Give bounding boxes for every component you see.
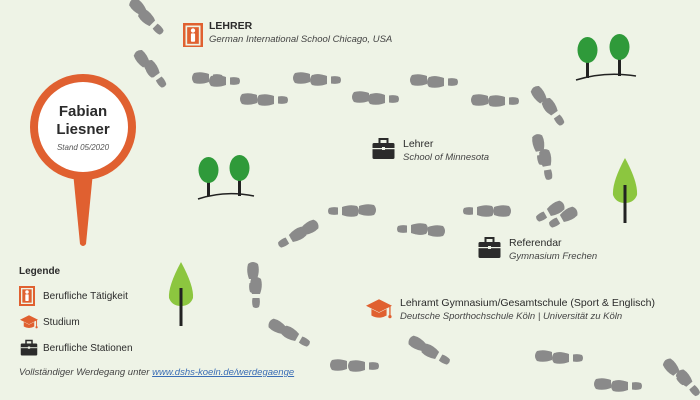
station-minnesota-title: Lehrer xyxy=(403,138,434,150)
station-minnesota: Lehrer School of Minnesota xyxy=(370,137,489,164)
briefcase-icon xyxy=(478,237,501,258)
legend-label-studium: Studium xyxy=(43,316,80,328)
station-minnesota-subtitle: School of Minnesota xyxy=(403,152,490,163)
profile-status: Stand 05/2020 xyxy=(56,142,110,152)
footer-text: Vollständiger Werdegang unter xyxy=(19,367,150,378)
briefcase-icon xyxy=(372,138,395,159)
station-frechen: Referendar Gymnasium Frechen xyxy=(476,236,597,263)
legend: Legende Berufliche Tätigkeit Studium Ber… xyxy=(19,266,133,361)
briefcase-icon xyxy=(20,339,38,356)
station-chicago-title: LEHRER xyxy=(209,20,253,32)
station-studium-koeln: Lehramt Gymnasium/Gesamtschule (Sport & … xyxy=(364,296,655,323)
tree-pair-right xyxy=(575,34,637,81)
tree-pointed-right xyxy=(612,158,638,223)
tree-pointed-left xyxy=(168,262,194,326)
legend-label-beruf: Berufliche Tätigkeit xyxy=(43,290,128,302)
station-chicago-subtitle: German International School Chicago, USA xyxy=(209,34,393,45)
station-frechen-title: Referendar xyxy=(509,237,562,249)
legend-title: Legende xyxy=(19,266,61,277)
footprint-trail xyxy=(127,0,700,399)
profile-pin: Fabian Liesner Stand 05/2020 xyxy=(28,72,138,182)
person-icon xyxy=(19,286,35,306)
profile-pin-shape xyxy=(30,74,136,246)
profile-first-name: Fabian xyxy=(58,102,108,120)
legend-label-stationen: Berufliche Stationen xyxy=(43,342,133,354)
person-icon xyxy=(183,23,203,47)
footer-note: Vollständiger Werdegang unter www.dshs-k… xyxy=(19,367,294,378)
legend-item-studium: Studium xyxy=(19,309,133,335)
legend-item-stationen: Berufliche Stationen xyxy=(19,335,133,361)
station-studium-subtitle: Deutsche Sporthochschule Köln | Universi… xyxy=(400,311,623,322)
station-chicago: LEHRER German International School Chica… xyxy=(183,19,392,47)
profile-last-name: Liesner xyxy=(56,120,110,138)
graduation-cap-icon xyxy=(20,315,38,329)
graduation-cap-icon xyxy=(366,299,392,319)
station-studium-title: Lehramt Gymnasium/Gesamtschule (Sport & … xyxy=(400,297,656,309)
tree-pair-left xyxy=(197,155,255,200)
legend-item-beruf: Berufliche Tätigkeit xyxy=(19,283,133,309)
station-frechen-subtitle: Gymnasium Frechen xyxy=(509,251,598,262)
footer-link[interactable]: www.dshs-koeln.de/werdegaenge xyxy=(152,367,295,378)
